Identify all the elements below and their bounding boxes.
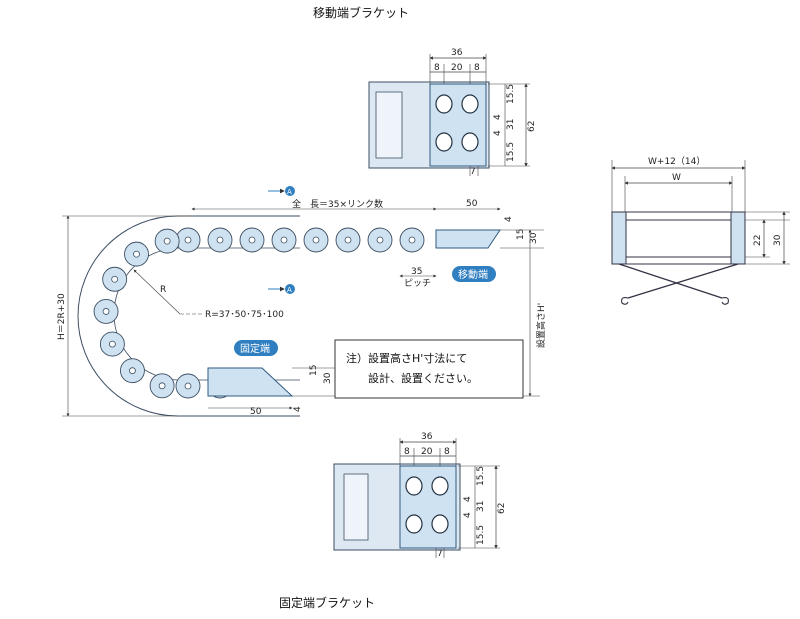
- fixed-end-badge: [234, 340, 278, 356]
- bracket-frame-left: [375, 91, 403, 159]
- total-length-label: 全 長＝35×リンク数: [292, 198, 383, 210]
- dim-4-bottom: 4: [293, 406, 303, 412]
- hook-right: [721, 297, 729, 305]
- moving-end-label: 移動端: [458, 268, 488, 281]
- dim-width-36: 36: [421, 432, 433, 442]
- pitch-value: 35: [411, 267, 422, 277]
- dim-height-15-5: 15.5: [506, 142, 516, 162]
- dim-height-22: 22: [753, 235, 763, 246]
- dim-height-15-5: 15.5: [506, 84, 516, 104]
- radius-line: [133, 269, 181, 315]
- dim-width-8: 8: [474, 63, 480, 73]
- link-pin: [108, 340, 116, 348]
- section-marker-top: [285, 186, 295, 196]
- dim-4-top: 4: [504, 216, 514, 222]
- link-pin: [184, 382, 192, 390]
- dim-inner-width: W: [672, 173, 681, 183]
- dim-height-62: 62: [497, 503, 507, 514]
- note-line-2: 設計、設置ください。: [368, 371, 478, 385]
- section-marker-bottom: [285, 284, 295, 294]
- dim-depth-7: 7: [437, 549, 443, 559]
- bolt-hole: [405, 476, 423, 496]
- moving-end-bracket: [435, 229, 501, 249]
- note-frame: [334, 339, 524, 399]
- chain-outer-section: [611, 211, 746, 265]
- dim-30-top: 30: [529, 232, 539, 244]
- moving-bracket-title: 移動端ブラケット: [313, 5, 409, 20]
- dim-50-top: 50: [466, 199, 478, 209]
- dim-height-15-5: 15.5: [476, 466, 486, 486]
- dim-height-4: 4: [493, 130, 503, 136]
- dim-outer-width: W+12（14）: [648, 156, 705, 167]
- fixed-bracket-title: 固定端ブラケット: [279, 595, 375, 610]
- radius-short-label: R: [160, 285, 166, 295]
- dim-width-8: 8: [434, 63, 440, 73]
- moving-end-badge: [452, 266, 496, 282]
- bracket-plate: [399, 465, 457, 549]
- fixed-end-bracket: [207, 367, 294, 397]
- bolt-hole: [405, 514, 423, 534]
- dim-30-bottom: 30: [323, 372, 333, 384]
- dim-height-31: 31: [506, 119, 516, 130]
- link-pin: [280, 236, 288, 244]
- side-plate-right: [730, 211, 746, 265]
- link-pin: [408, 236, 416, 244]
- bolt-hole: [431, 514, 449, 534]
- note-line-1: 注）設置高さH'寸法にて: [346, 351, 467, 365]
- chain-side-view: 全 長＝35×リンク数 50 4 15 30 35 ピッチ 移動端 固定端 A …: [57, 186, 547, 417]
- bolt-hole: [435, 132, 453, 152]
- dim-width-8: 8: [444, 447, 450, 457]
- dim-50-bottom: 50: [250, 407, 262, 417]
- dim-height-4: 4: [463, 496, 473, 502]
- moving-bracket-view: 36 8 20 8 15.5 4 31 4 15.5 62 7: [368, 48, 537, 177]
- cross-section-view: W+12（14） W 22 30: [611, 156, 790, 305]
- bolt-hole: [435, 94, 453, 114]
- bracket-plate: [429, 83, 487, 167]
- dim-depth-7: 7: [470, 167, 476, 177]
- side-plate-left: [611, 211, 627, 265]
- bolt-hole: [461, 94, 479, 114]
- link-pin: [376, 236, 384, 244]
- dim-15-bottom: 15: [309, 365, 319, 376]
- dim-width-8: 8: [404, 447, 410, 457]
- dim-width-20: 20: [421, 447, 433, 457]
- dim-width-20: 20: [451, 63, 463, 73]
- link-pin: [248, 236, 256, 244]
- link-pin: [344, 236, 352, 244]
- dim-height-31: 31: [476, 501, 486, 512]
- section-label-bottom: A: [287, 286, 292, 294]
- link-pin: [111, 275, 119, 283]
- dim-width-36: 36: [451, 48, 463, 58]
- pitch-label: ピッチ: [404, 278, 431, 289]
- bolt-hole: [461, 132, 479, 152]
- link-pin: [163, 237, 171, 245]
- bracket-frame-left: [343, 473, 369, 541]
- dim-height-30: 30: [773, 234, 783, 246]
- fixed-bracket-view: 36 8 20 8 15.5 4 31 4 15.5 62 7: [333, 432, 507, 559]
- open-crossbar-left: [618, 263, 723, 299]
- note-box: 注）設置高さH'寸法にて 設計、設置ください。: [334, 339, 524, 399]
- link-pin: [312, 236, 320, 244]
- dim-15-top: 15: [516, 229, 526, 240]
- link-pin: [102, 308, 110, 315]
- bolt-hole: [431, 476, 449, 496]
- section-label-top: A: [287, 188, 292, 196]
- radius-label: R=37･50･75･100: [205, 310, 284, 320]
- link-pin: [184, 236, 192, 244]
- dim-height-4: 4: [463, 512, 473, 518]
- link-pin: [158, 382, 166, 390]
- dim-height-62: 62: [527, 121, 537, 132]
- install-height-label: 設置高さH': [535, 303, 547, 348]
- link-pin: [133, 250, 140, 258]
- dim-height-15-5: 15.5: [476, 525, 486, 545]
- dim-height-4: 4: [493, 114, 503, 120]
- hook-left: [621, 297, 629, 305]
- chain-outline: [77, 215, 300, 417]
- height-formula: H＝2R+30: [57, 293, 67, 340]
- fixed-end-label: 固定端: [240, 342, 270, 355]
- link-pin: [216, 236, 224, 244]
- link-pin: [129, 367, 136, 375]
- open-crossbar-right: [627, 263, 739, 299]
